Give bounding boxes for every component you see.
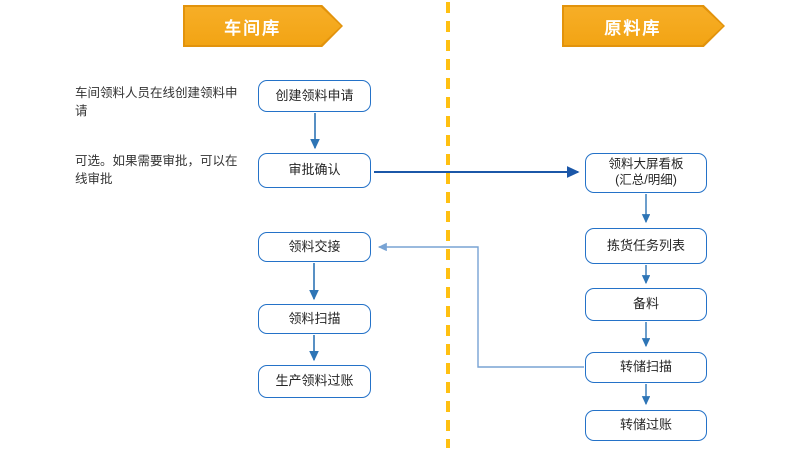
lane-title-raw-material: 原料库	[604, 18, 662, 38]
flow-step-transfer-scan: 转储扫描	[585, 352, 707, 383]
flow-step-material-preparation: 备料	[585, 288, 707, 321]
flow-step-approval-confirm: 审批确认	[258, 153, 371, 188]
banner-arrow-fill	[185, 7, 341, 45]
flow-step-material-dashboard: 领料大屏看板 (汇总/明细)	[585, 153, 707, 193]
flow-step-transfer-posting: 转储过账	[585, 410, 707, 441]
lane-title-workshop: 车间库	[224, 18, 282, 38]
flow-step-production-issue-posting: 生产领料过账	[258, 365, 371, 398]
flow-step-picking-task-list: 拣货任务列表	[585, 228, 707, 264]
banner-arrow-fill	[564, 7, 723, 45]
flow-step-material-handover: 领料交接	[258, 232, 371, 262]
lane-banner-workshop: 车间库	[183, 5, 343, 47]
lane-banner-raw-material: 原料库	[562, 5, 725, 47]
annotation-optional-approval: 可选。如果需要审批，可以在线审批	[75, 154, 238, 187]
flow-step-create-material-request: 创建领料申请	[258, 80, 371, 112]
flow-step-material-scan: 领料扫描	[258, 304, 371, 334]
lane-divider-dashed-line	[446, 2, 450, 448]
annotation-create-request: 车间领料人员在线创建领料申请	[75, 86, 238, 119]
connector-transfer-scan-to-handover	[377, 242, 584, 368]
